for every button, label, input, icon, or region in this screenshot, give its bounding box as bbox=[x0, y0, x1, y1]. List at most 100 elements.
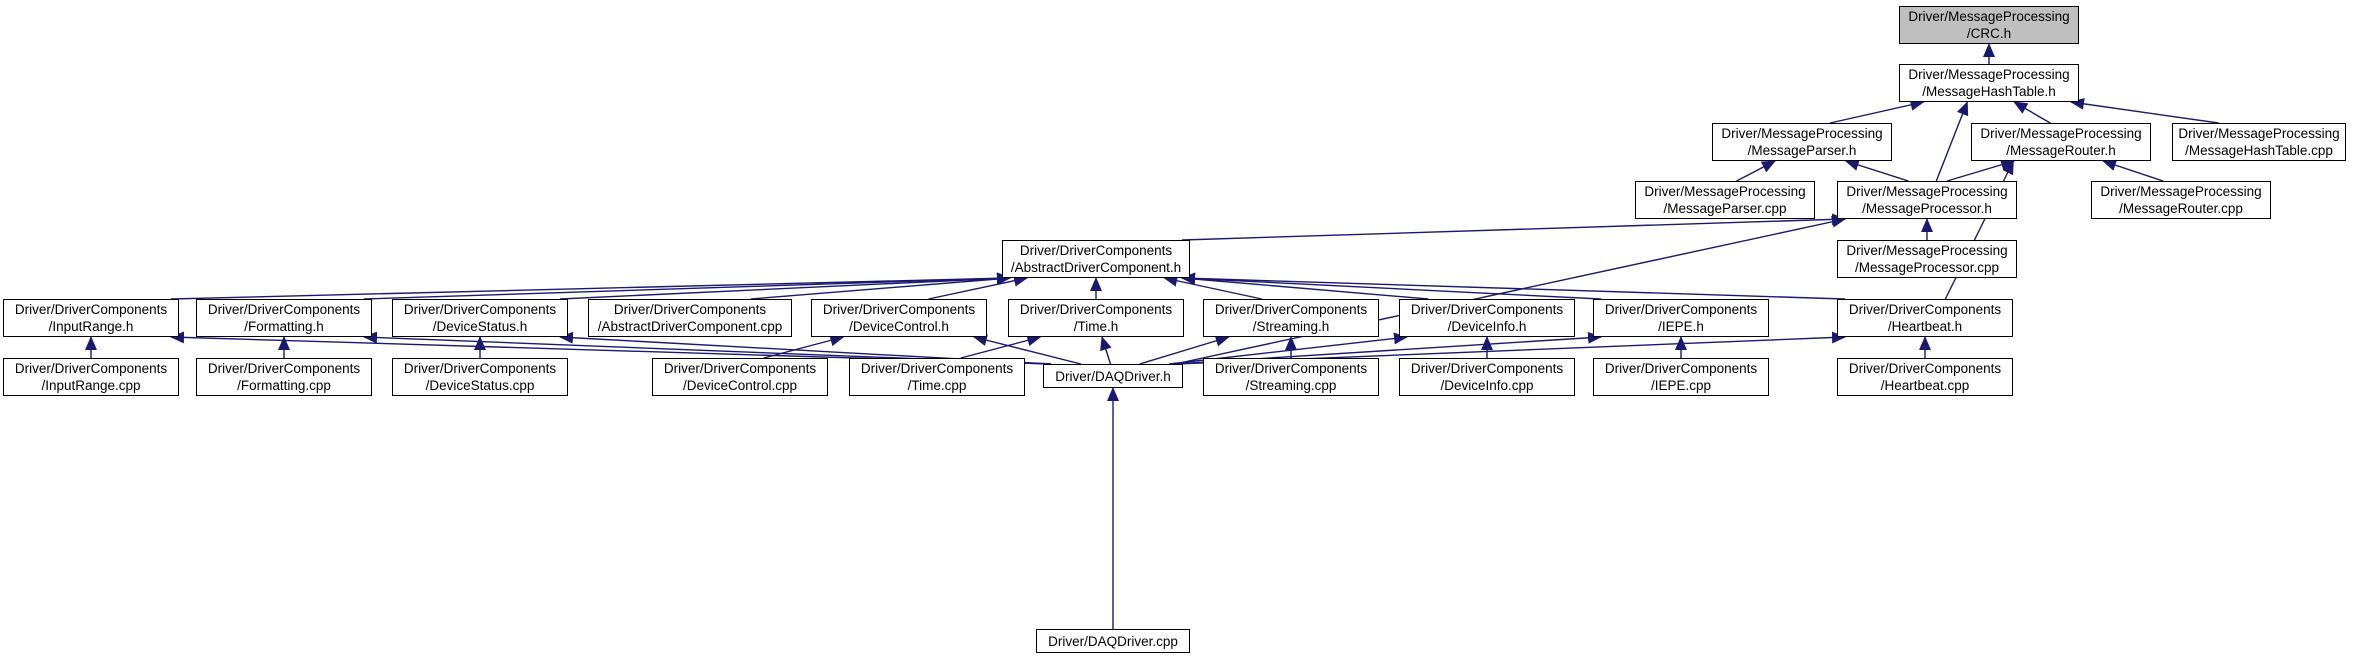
node-daq-driver-cpp[interactable]: Driver/DAQDriver.cpp bbox=[1036, 629, 1190, 653]
node-device-info-h[interactable]: Driver/DriverComponents /DeviceInfo.h bbox=[1399, 299, 1575, 337]
node-message-processor-h[interactable]: Driver/MessageProcessing /MessageProcess… bbox=[1837, 181, 2017, 219]
edge-time_cpp-to-time_h bbox=[960, 334, 1042, 359]
node-input-range-h[interactable]: Driver/DriverComponents /InputRange.h bbox=[3, 299, 179, 337]
node-label-line1: Driver/DriverComponents bbox=[1410, 361, 1564, 376]
node-label-line1: Driver/DriverComponents bbox=[1214, 361, 1368, 376]
node-label-line2: /Time.cpp bbox=[907, 378, 967, 393]
node-label-line2: /DeviceStatus.cpp bbox=[425, 378, 535, 393]
node-label-line1: Driver/DriverComponents bbox=[822, 302, 976, 317]
edge-mproc_h-to-mrouter_h bbox=[1946, 158, 2016, 182]
node-label-line1: Driver/DriverComponents bbox=[14, 361, 168, 376]
node-device-info-cpp[interactable]: Driver/DriverComponents /DeviceInfo.cpp bbox=[1399, 358, 1575, 396]
node-label-line1: Driver/DriverComponents bbox=[403, 302, 557, 317]
node-label-line2: /Heartbeat.cpp bbox=[1880, 378, 1970, 393]
node-label-line2: /MessageParser.h bbox=[1747, 143, 1857, 158]
node-streaming-h[interactable]: Driver/DriverComponents /Streaming.h bbox=[1203, 299, 1379, 337]
edge-devctl_h-to-adc_h bbox=[928, 274, 1029, 300]
node-message-processor-cpp[interactable]: Driver/MessageProcessing /MessageProcess… bbox=[1837, 240, 2017, 278]
node-device-status-h[interactable]: Driver/DriverComponents /DeviceStatus.h bbox=[392, 299, 568, 337]
node-label-line1: Driver/DriverComponents bbox=[14, 302, 168, 317]
node-label-line2: /DeviceInfo.cpp bbox=[1440, 378, 1534, 393]
node-label-line1: Driver/DriverComponents bbox=[207, 302, 361, 317]
node-label-line1: Driver/DriverComponents bbox=[1604, 361, 1758, 376]
node-label-line1: Driver/DriverComponents bbox=[403, 361, 557, 376]
edge-mht_cpp-to-mht_h bbox=[2070, 97, 2219, 124]
node-label-line1: Driver/DriverComponents bbox=[1214, 302, 1368, 317]
node-heartbeat-cpp[interactable]: Driver/DriverComponents /Heartbeat.cpp bbox=[1837, 358, 2013, 396]
node-label-line2: /Heartbeat.h bbox=[1887, 319, 1963, 334]
node-label-line1: Driver/MessageProcessing bbox=[1908, 67, 2070, 82]
edge-devstat_h-to-adc_h bbox=[559, 272, 1011, 300]
node-message-router-cpp[interactable]: Driver/MessageProcessing /MessageRouter.… bbox=[2091, 181, 2271, 219]
node-label-line2: /MessageProcessor.h bbox=[1862, 201, 1992, 216]
node-message-hash-table-cpp[interactable]: Driver/MessageProcessing /MessageHashTab… bbox=[2172, 123, 2346, 161]
node-streaming-cpp[interactable]: Driver/DriverComponents /Streaming.cpp bbox=[1203, 358, 1379, 396]
node-label-line1: Driver/DriverComponents bbox=[663, 361, 817, 376]
node-label-line2: /MessageParser.cpp bbox=[1663, 201, 1787, 216]
edge-stream_h-to-adc_h bbox=[1163, 274, 1262, 300]
node-label-line2: /Streaming.h bbox=[1252, 319, 1330, 334]
node-label-line1: Driver/MessageProcessing bbox=[1908, 9, 2070, 24]
node-label-line1: Driver/DriverComponents bbox=[1848, 361, 2002, 376]
node-label-line2: /Streaming.cpp bbox=[1245, 378, 1337, 393]
node-device-status-cpp[interactable]: Driver/DriverComponents /DeviceStatus.cp… bbox=[392, 358, 568, 396]
node-label-line1: Driver/DriverComponents bbox=[1848, 302, 2002, 317]
node-label-line1: Driver/MessageProcessing bbox=[2100, 184, 2262, 199]
node-label-line1: Driver/MessageProcessing bbox=[1846, 243, 2008, 258]
node-label-line2: /AbstractDriverComponent.h bbox=[1010, 260, 1182, 275]
node-iepe-cpp[interactable]: Driver/DriverComponents /IEPE.cpp bbox=[1593, 358, 1769, 396]
node-label-line1: Driver/MessageProcessing bbox=[1644, 184, 1806, 199]
node-device-control-h[interactable]: Driver/DriverComponents /DeviceControl.h bbox=[811, 299, 987, 337]
node-time-h[interactable]: Driver/DriverComponents /Time.h bbox=[1008, 299, 1184, 337]
edge-iepe_h-to-adc_h bbox=[1181, 272, 1602, 300]
node-label-line2: /MessageProcessor.cpp bbox=[1854, 260, 2000, 275]
edge-adc_cpp-to-adc_h bbox=[750, 273, 1011, 300]
node-label-line2: /DeviceInfo.h bbox=[1447, 319, 1527, 334]
node-message-hash-table-h[interactable]: Driver/MessageProcessing /MessageHashTab… bbox=[1899, 64, 2079, 102]
node-label-line1: Driver/DAQDriver.cpp bbox=[1048, 633, 1178, 649]
node-label-line2: /MessageRouter.cpp bbox=[2119, 201, 2243, 216]
edge-devctl_cpp-to-devctl_h bbox=[763, 334, 845, 359]
node-label-line2: /AbstractDriverComponent.cpp bbox=[597, 319, 783, 334]
node-input-range-cpp[interactable]: Driver/DriverComponents /InputRange.cpp bbox=[3, 358, 179, 396]
edge-mproc_h-to-mht_h bbox=[1935, 101, 1969, 182]
edge-inrange_h-to-adc_h bbox=[170, 272, 1011, 300]
node-daq-driver-h[interactable]: Driver/DAQDriver.h bbox=[1043, 364, 1183, 388]
node-time-cpp[interactable]: Driver/DriverComponents /Time.cpp bbox=[849, 358, 1025, 396]
node-crc-h[interactable]: Driver/MessageProcessing /CRC.h bbox=[1899, 6, 2079, 44]
node-label-line2: /InputRange.cpp bbox=[41, 378, 141, 393]
edge-adc_h-to-mproc_h bbox=[1181, 213, 1846, 241]
node-abstract-driver-component-cpp[interactable]: Driver/DriverComponents /AbstractDriverC… bbox=[588, 299, 792, 337]
node-message-parser-h[interactable]: Driver/MessageProcessing /MessageParser.… bbox=[1712, 123, 1892, 161]
node-label-line1: Driver/DriverComponents bbox=[1019, 302, 1173, 317]
node-label-line2: /Formatting.h bbox=[244, 319, 324, 334]
node-label-line1: Driver/DriverComponents bbox=[1019, 243, 1173, 258]
node-formatting-cpp[interactable]: Driver/DriverComponents /Formatting.cpp bbox=[196, 358, 372, 396]
edge-daq_h-to-time_h bbox=[1100, 336, 1112, 365]
node-label-line2: /MessageHashTable.h bbox=[1922, 84, 2056, 99]
edge-mparser_cpp-to-mparser_h bbox=[1736, 160, 1776, 182]
node-device-control-cpp[interactable]: Driver/DriverComponents /DeviceControl.c… bbox=[652, 358, 828, 396]
edge-mproc_h-to-mparser_h bbox=[1844, 159, 1909, 182]
node-iepe-h[interactable]: Driver/DriverComponents /IEPE.h bbox=[1593, 299, 1769, 337]
node-label-line2: /CRC.h bbox=[1966, 26, 2012, 41]
node-label-line1: Driver/MessageProcessing bbox=[1721, 126, 1883, 141]
node-message-router-h[interactable]: Driver/MessageProcessing /MessageRouter.… bbox=[1971, 123, 2151, 161]
node-formatting-h[interactable]: Driver/DriverComponents /Formatting.h bbox=[196, 299, 372, 337]
edge-daq_h-to-stream_h bbox=[1139, 335, 1230, 365]
node-label-line1: Driver/DriverComponents bbox=[860, 361, 1014, 376]
edge-mrouter_cpp-to-mrouter_h bbox=[2102, 159, 2164, 182]
node-heartbeat-h[interactable]: Driver/DriverComponents /Heartbeat.h bbox=[1837, 299, 2013, 337]
edge-fmt_h-to-adc_h bbox=[363, 272, 1011, 300]
node-label-line2: /IEPE.h bbox=[1658, 319, 1704, 334]
node-label-line2: /Time.h bbox=[1073, 319, 1119, 334]
node-label-line2: /IEPE.cpp bbox=[1650, 378, 1712, 393]
node-label-line2: /InputRange.h bbox=[48, 319, 134, 334]
node-message-parser-cpp[interactable]: Driver/MessageProcessing /MessageParser.… bbox=[1635, 181, 1815, 219]
node-label-line2: /DeviceStatus.h bbox=[432, 319, 528, 334]
edge-devinfo_h-to-adc_h bbox=[1181, 273, 1429, 300]
node-abstract-driver-component-h[interactable]: Driver/DriverComponents /AbstractDriverC… bbox=[1002, 240, 1190, 278]
node-label-line1: Driver/DriverComponents bbox=[1604, 302, 1758, 317]
edge-mparser_h-to-mht_h bbox=[1829, 98, 1925, 124]
